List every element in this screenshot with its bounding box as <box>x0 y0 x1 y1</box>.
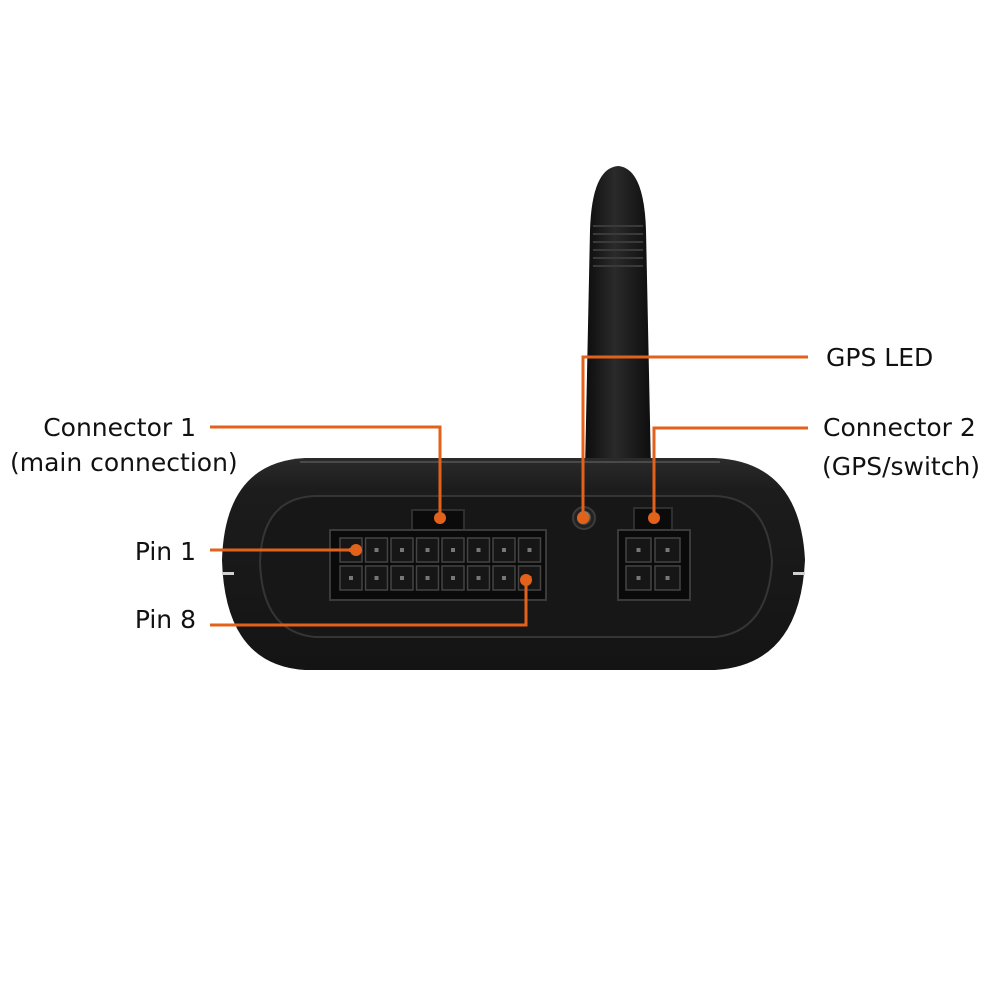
connector-2-pin-contact <box>665 548 670 552</box>
connector-2-pin-contact <box>665 576 670 580</box>
callout-line-connector-1 <box>210 425 442 518</box>
connector-1-pin-contact <box>476 548 481 552</box>
side-notch-left <box>222 572 234 575</box>
label-connector-1-sub: (main connection) <box>10 448 238 477</box>
connector-1-pin-contact <box>476 576 481 580</box>
callout-dot-connector-1 <box>434 512 446 524</box>
callout-dot-pin-8 <box>520 574 532 586</box>
connector-1-pin-contact <box>502 576 506 580</box>
connector-2-pins <box>625 537 681 591</box>
antenna <box>585 166 651 470</box>
connector-1-pin-contact <box>349 576 353 580</box>
connector-1-pins <box>339 537 542 591</box>
connector-1-pin-contact <box>451 548 455 552</box>
connector-1 <box>329 509 547 601</box>
callout-dot-connector-2 <box>648 512 660 524</box>
connector-2-pin-contact <box>636 548 641 552</box>
label-connector-2: Connector 2 <box>823 413 976 442</box>
callout-dot-gps-led <box>577 512 589 524</box>
connector-1-pin-contact <box>400 548 404 552</box>
label-connector-2-sub: (GPS/switch) <box>822 452 981 481</box>
connector-1-pin-contact <box>502 548 506 552</box>
connector-1-pin-contact <box>374 548 379 552</box>
label-pin-8: Pin 8 <box>134 605 196 634</box>
connector-1-pin-contact <box>374 576 379 580</box>
callout-lines <box>210 355 808 627</box>
connector-1-pin-contact <box>527 548 532 552</box>
callout-line-gps-led <box>581 355 808 518</box>
connector-1-pin-contact <box>451 576 455 580</box>
label-gps-led: GPS LED <box>826 343 934 372</box>
label-connector-1: Connector 1 <box>43 413 196 442</box>
callout-line-pin-8 <box>210 580 528 627</box>
connector-2-pin-contact <box>636 576 641 580</box>
callout-dots <box>350 512 660 586</box>
connector-1-pin-contact <box>400 576 404 580</box>
connector-1-pin-contact <box>425 576 430 580</box>
callout-dot-pin-1 <box>350 544 362 556</box>
connector-2 <box>617 507 691 601</box>
side-notch-right <box>793 572 805 575</box>
callout-line-connector-2 <box>652 426 808 518</box>
connector-1-pin-contact <box>425 548 430 552</box>
antenna-ridges <box>593 225 643 267</box>
label-pin-1: Pin 1 <box>134 537 196 566</box>
